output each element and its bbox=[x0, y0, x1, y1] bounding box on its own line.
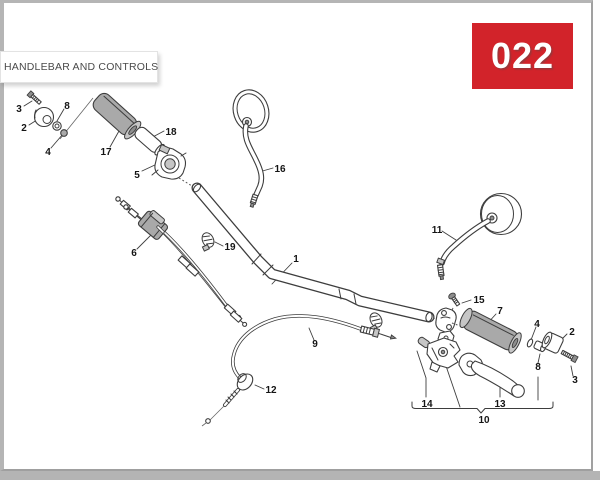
page-number: 022 bbox=[490, 35, 555, 76]
part-19-clamp bbox=[201, 232, 215, 252]
part-label-3: 3 bbox=[572, 375, 578, 386]
part-3-screw-right bbox=[560, 349, 579, 364]
part-12-adjuster bbox=[201, 373, 254, 427]
part-label-6: 6 bbox=[131, 248, 137, 259]
part-label-9: 9 bbox=[312, 339, 318, 350]
part-1-handlebar bbox=[191, 182, 442, 323]
part-label-1: 1 bbox=[293, 254, 299, 265]
part-13-brake-lever bbox=[458, 352, 525, 398]
part-4-nut-left bbox=[60, 129, 68, 137]
page-margin-right bbox=[593, 0, 600, 471]
part-label-5: 5 bbox=[134, 170, 140, 181]
part-label-2: 2 bbox=[21, 123, 27, 134]
part-7-right-grip bbox=[459, 307, 522, 354]
part-5-switch-housing bbox=[151, 143, 193, 187]
part-16-left-mirror bbox=[232, 89, 270, 208]
page-shadow-bottom bbox=[0, 471, 600, 480]
part-label-11: 11 bbox=[432, 225, 443, 236]
part-label-7: 7 bbox=[497, 306, 503, 317]
throttle-clamp-housing bbox=[435, 307, 464, 333]
part-label-17: 17 bbox=[100, 147, 112, 158]
part-3-screw-left bbox=[26, 90, 42, 105]
part-9-brake-cable bbox=[231, 314, 397, 380]
part-label-13: 13 bbox=[494, 399, 506, 410]
part-label-3: 3 bbox=[16, 104, 22, 115]
part-6-throttle-cables bbox=[115, 196, 248, 327]
part-8-spacer-left bbox=[52, 121, 62, 131]
part-label-18: 18 bbox=[165, 127, 177, 138]
part-label-16: 16 bbox=[274, 164, 286, 175]
part-label-4: 4 bbox=[45, 147, 51, 158]
part-label-14: 14 bbox=[421, 399, 433, 410]
part-label-12: 12 bbox=[265, 385, 277, 396]
leader-lines bbox=[23, 97, 574, 408]
part-15-screw bbox=[448, 292, 461, 316]
part-2-bar-end-right bbox=[541, 331, 564, 354]
section-title-box: HANDLEBAR AND CONTROLS bbox=[0, 51, 158, 83]
part-10-brace bbox=[411, 401, 554, 414]
part-label-19: 19 bbox=[224, 242, 236, 253]
part-label-8: 8 bbox=[535, 362, 541, 373]
part-label-15: 15 bbox=[473, 295, 485, 306]
part-4-washer-right bbox=[526, 338, 534, 348]
part-label-2: 2 bbox=[569, 327, 575, 338]
section-title: HANDLEBAR AND CONTROLS bbox=[4, 61, 159, 73]
part-label-4: 4 bbox=[534, 319, 540, 330]
page-number-box: 022 bbox=[472, 23, 573, 89]
part-2-bar-end-left bbox=[33, 106, 55, 128]
part-label-8: 8 bbox=[64, 101, 70, 112]
master-cylinder-assembly bbox=[426, 330, 461, 373]
part-11-right-mirror bbox=[436, 192, 523, 281]
part-label-10: 10 bbox=[478, 415, 490, 426]
